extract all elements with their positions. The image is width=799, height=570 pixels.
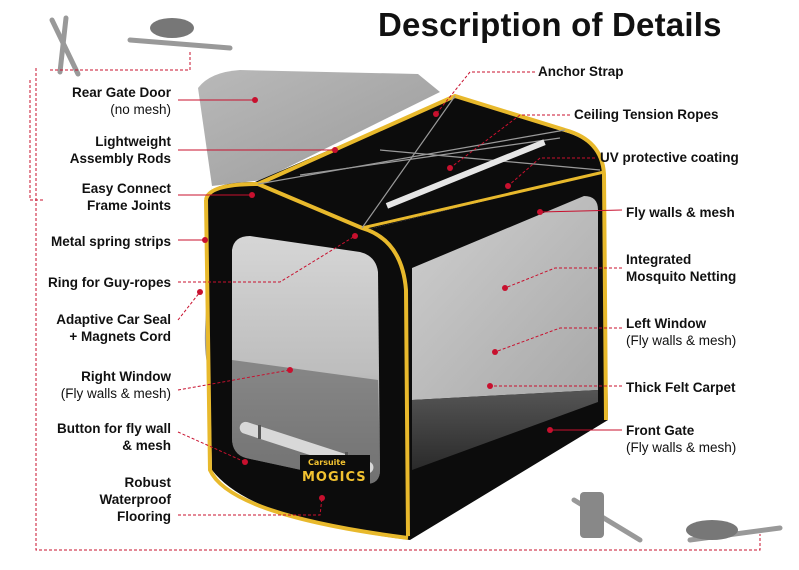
label-ceiling-ropes: Ceiling Tension Ropes: [574, 107, 719, 122]
label-left-window: Left Window(Fly walls & mesh): [626, 316, 737, 348]
label-button-fly-wall: Button for fly wall& mesh: [57, 421, 171, 453]
logo-small-text: Carsuite: [308, 458, 346, 467]
label-anchor-strap: Anchor Strap: [538, 64, 624, 79]
label-right-window: Right Window(Fly walls & mesh): [60, 369, 171, 401]
label-ring-guy-ropes: Ring for Guy-ropes: [47, 275, 171, 290]
label-fly-walls-mesh: Fly walls & mesh: [626, 205, 735, 220]
label-rear-gate-door: Rear Gate Door(no mesh): [71, 85, 171, 117]
rear-gate-panel: [198, 70, 440, 186]
label-front-gate: Front Gate(Fly walls & mesh): [626, 423, 737, 455]
felt-carpet: [412, 390, 598, 470]
label-felt-carpet: Thick Felt Carpet: [626, 380, 736, 395]
page-title: Description of Details: [378, 6, 722, 43]
label-adaptive-car-seal: Adaptive Car Seal+ Magnets Cord: [56, 312, 171, 344]
tent-roof: [255, 96, 604, 230]
logo-brand: MOGICS: [302, 470, 367, 485]
label-uv-coating: UV protective coating: [600, 150, 739, 165]
left-window-mesh: [412, 196, 598, 400]
label-metal-spring: Metal spring strips: [50, 234, 171, 249]
